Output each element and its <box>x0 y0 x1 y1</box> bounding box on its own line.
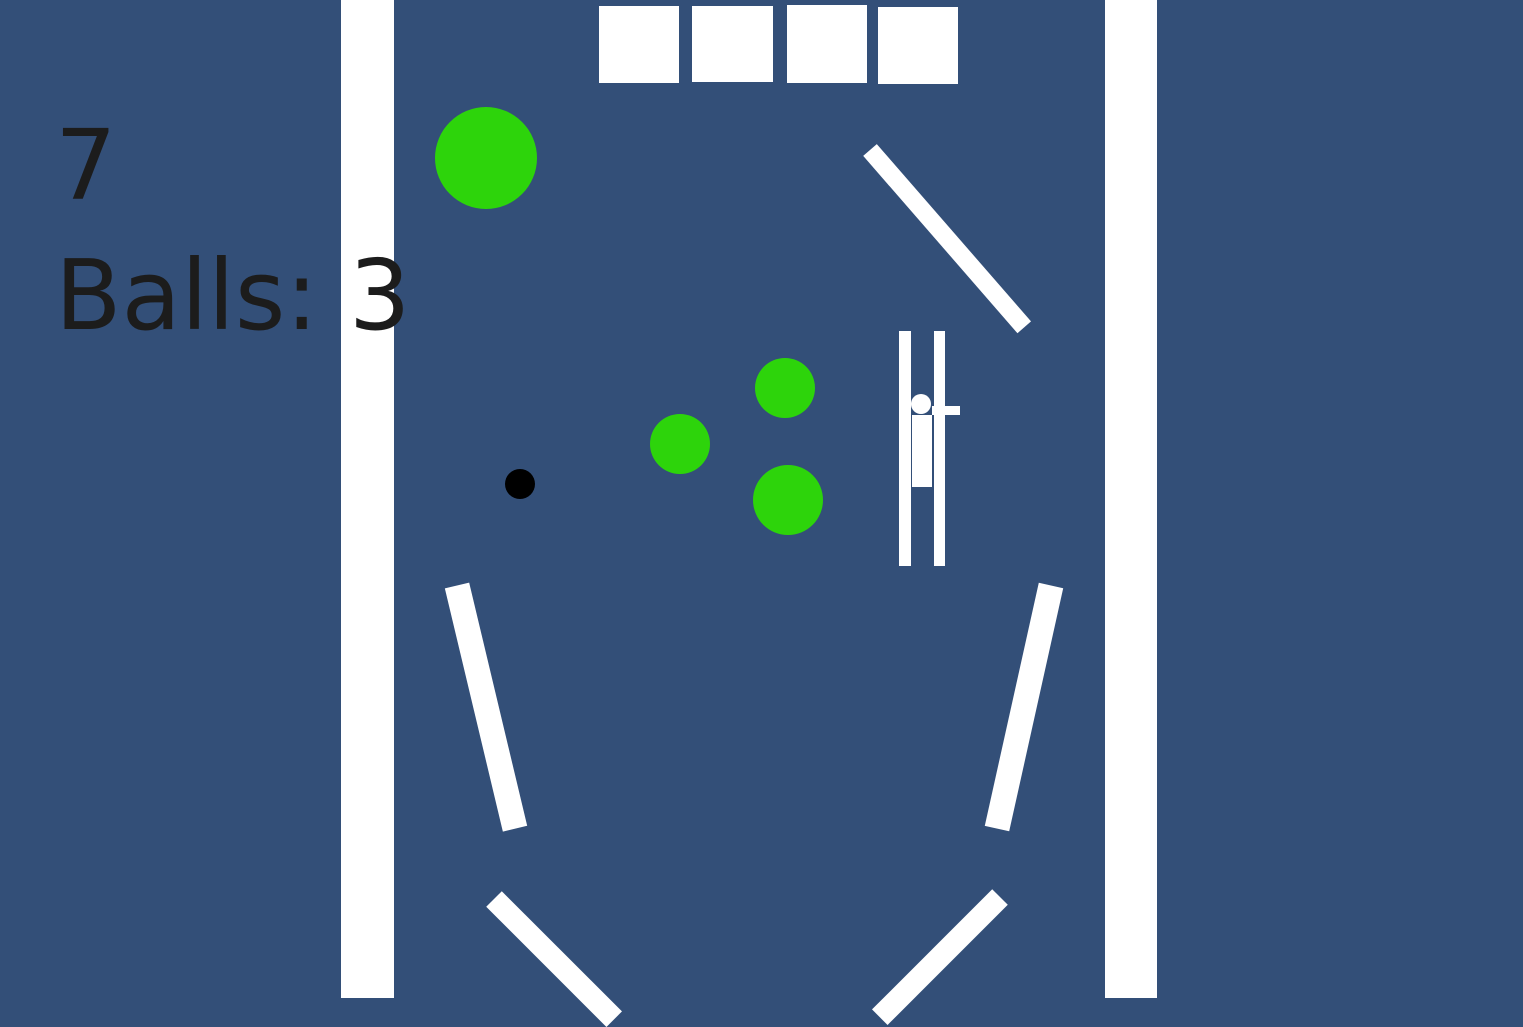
upper-right-deflector <box>863 144 1032 334</box>
plunger-head <box>911 394 931 414</box>
bumper-top-right <box>755 358 815 418</box>
launcher-left-rail <box>899 331 911 566</box>
top-target-4 <box>878 7 958 84</box>
top-target-2 <box>692 6 773 82</box>
right-slingshot <box>984 582 1064 831</box>
left-slingshot <box>444 582 528 832</box>
balls-remaining: Balls: 3 <box>55 239 411 352</box>
bumper-left <box>650 414 710 474</box>
left-wall <box>341 0 394 998</box>
bumper-bottom <box>753 465 823 535</box>
plunger-latch <box>932 406 960 415</box>
left-flipper[interactable] <box>486 891 622 1027</box>
launcher-right-rail <box>934 331 945 566</box>
plunger[interactable] <box>912 415 932 487</box>
right-flipper[interactable] <box>872 889 1008 1025</box>
right-wall <box>1105 0 1157 998</box>
top-target-1 <box>599 6 679 83</box>
pinball <box>505 469 535 499</box>
score-display: 7 <box>55 109 117 222</box>
bumper-large <box>435 107 537 209</box>
top-target-3 <box>787 5 867 83</box>
